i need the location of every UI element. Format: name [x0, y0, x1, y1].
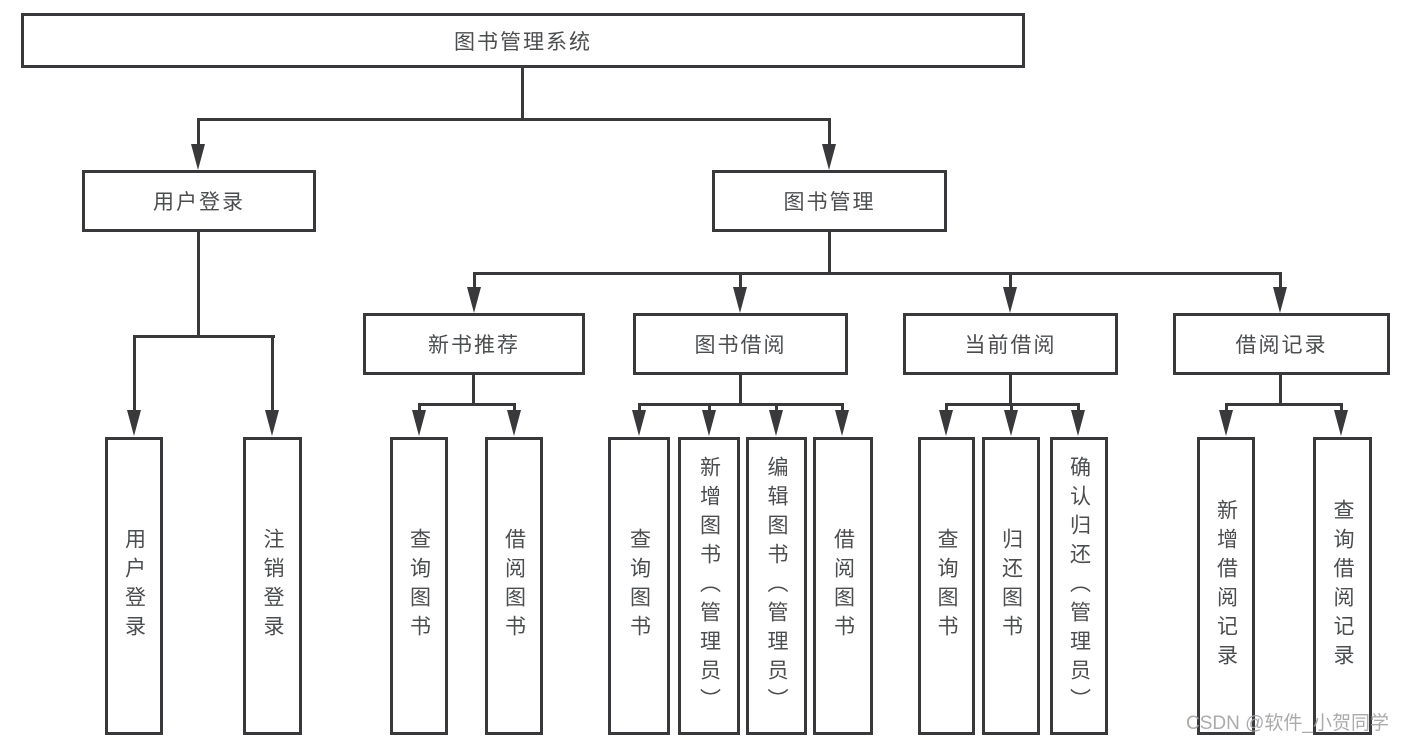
node-borrow-records-label: 借阅记录 [1235, 334, 1328, 357]
leaf-user-login-label: 用户登录 [122, 528, 146, 644]
arrow-down-icon [1071, 410, 1085, 436]
connector-leaf-drop [1077, 403, 1080, 412]
arrow-down-icon [1273, 287, 1287, 313]
connector-borrow-records-split [1225, 403, 1343, 406]
arrow-down-icon [939, 410, 953, 436]
arrow-down-icon [822, 144, 836, 170]
node-current-borrow-label: 当前借阅 [964, 334, 1057, 357]
connector-level3-drop [1009, 272, 1012, 289]
connector-leaf-drop [1225, 403, 1228, 412]
connector-new-book-split [418, 403, 516, 406]
connector-leaf-drop [418, 403, 421, 412]
connector-leaf-drop [133, 335, 136, 412]
node-user-login-label: 用户登录 [153, 191, 245, 214]
arrow-down-icon [265, 410, 279, 436]
arrow-down-icon [835, 410, 849, 436]
connector-leaf-drop [945, 403, 948, 412]
leaf-add-borrow-record: 新增借阅记录 [1197, 437, 1255, 735]
leaf-add-borrow-record-label: 新增借阅记录 [1214, 499, 1238, 673]
leaf-edit-book-admin-label: 编辑图书（管理员） [765, 455, 788, 717]
node-root: 图书管理系统 [21, 13, 1025, 68]
arrow-down-icon [412, 410, 426, 436]
arrow-down-icon [1004, 410, 1018, 436]
leaf-add-book-admin-label: 新增图书（管理员） [697, 455, 721, 717]
leaf-borrow-books: 借阅图书 [813, 437, 873, 735]
connector-leaf-drop [638, 403, 641, 412]
leaf-confirm-return-admin-label: 确认归还（管理员） [1067, 455, 1091, 717]
connector-borrow-records-vertical [1279, 375, 1282, 403]
leaf-query-books-recommend: 查询图书 [390, 437, 448, 735]
node-borrow-records: 借阅记录 [1173, 313, 1390, 375]
leaf-confirm-return-admin: 确认归还（管理员） [1050, 437, 1108, 735]
connector-leaf-drop [775, 403, 778, 412]
connector-level3-drop [1279, 272, 1282, 289]
leaf-query-borrow-record-label: 查询借阅记录 [1331, 499, 1354, 673]
connector-leaf-drop [513, 403, 516, 412]
arrow-down-icon [733, 287, 747, 313]
node-book-borrow-label: 图书借阅 [694, 334, 787, 357]
connector-leaf-drop [708, 403, 711, 412]
arrow-down-icon [1334, 410, 1348, 436]
connector-leaf-drop [271, 335, 274, 412]
connector-level3-horizontal [473, 272, 1281, 275]
connector-leaf-drop [1010, 403, 1013, 412]
leaf-query-books-recommend-label: 查询图书 [407, 528, 431, 644]
arrow-down-icon [632, 410, 646, 436]
leaf-query-books-current: 查询图书 [918, 437, 975, 735]
arrow-down-icon [769, 410, 783, 436]
leaf-add-book-admin: 新增图书（管理员） [678, 437, 740, 735]
leaf-query-books-borrow: 查询图书 [608, 437, 670, 735]
connector-user-login-vertical [197, 232, 200, 335]
connector-book-management-vertical [828, 232, 831, 272]
leaf-return-book: 归还图书 [982, 437, 1040, 735]
connector-level2-horizontal [197, 118, 831, 121]
watermark: CSDN @软件_小贺同学 [1186, 713, 1389, 734]
leaf-borrow-books-recommend-label: 借阅图书 [502, 528, 526, 644]
node-book-borrow: 图书借阅 [633, 313, 848, 375]
node-book-management: 图书管理 [712, 170, 947, 232]
connector-leaf-drop [1340, 403, 1343, 412]
node-new-book-recommend: 新书推荐 [363, 313, 585, 375]
leaf-query-borrow-record: 查询借阅记录 [1313, 437, 1372, 735]
connector-current-borrow-vertical [1009, 375, 1012, 403]
leaf-return-book-label: 归还图书 [999, 528, 1023, 644]
connector-new-book-vertical [472, 375, 475, 403]
leaf-borrow-books-recommend: 借阅图书 [485, 437, 543, 735]
leaf-query-books-current-label: 查询图书 [935, 528, 958, 644]
arrow-down-icon [702, 410, 716, 436]
arrow-down-icon [1219, 410, 1233, 436]
connector-level3-drop [473, 272, 476, 289]
arrow-down-icon [191, 144, 205, 170]
leaf-edit-book-admin: 编辑图书（管理员） [746, 437, 807, 735]
connector-book-borrow-vertical [739, 375, 742, 403]
node-root-label: 图书管理系统 [454, 30, 592, 54]
arrow-down-icon [1003, 287, 1017, 313]
connector-leaf-drop [841, 403, 844, 412]
connector-level3-drop [739, 272, 742, 289]
node-book-management-label: 图书管理 [783, 191, 876, 214]
leaf-borrow-books-label: 借阅图书 [831, 528, 855, 644]
leaf-query-books-borrow-label: 查询图书 [627, 528, 651, 644]
connector-book-management-drop [828, 118, 831, 146]
connector-user-login-drop [197, 118, 200, 146]
arrow-down-icon [467, 287, 481, 313]
node-new-book-recommend-label: 新书推荐 [428, 334, 520, 357]
connector-book-borrow-split [638, 403, 844, 406]
leaf-logout-label: 注销登录 [261, 528, 284, 644]
leaf-user-login: 用户登录 [105, 437, 163, 735]
connector-user-login-split [133, 335, 275, 338]
node-user-login: 用户登录 [82, 170, 316, 232]
leaf-logout: 注销登录 [243, 437, 302, 735]
arrow-down-icon [507, 410, 521, 436]
arrow-down-icon [127, 410, 141, 436]
node-current-borrow: 当前借阅 [903, 313, 1118, 375]
connector-root-vertical [521, 68, 524, 118]
